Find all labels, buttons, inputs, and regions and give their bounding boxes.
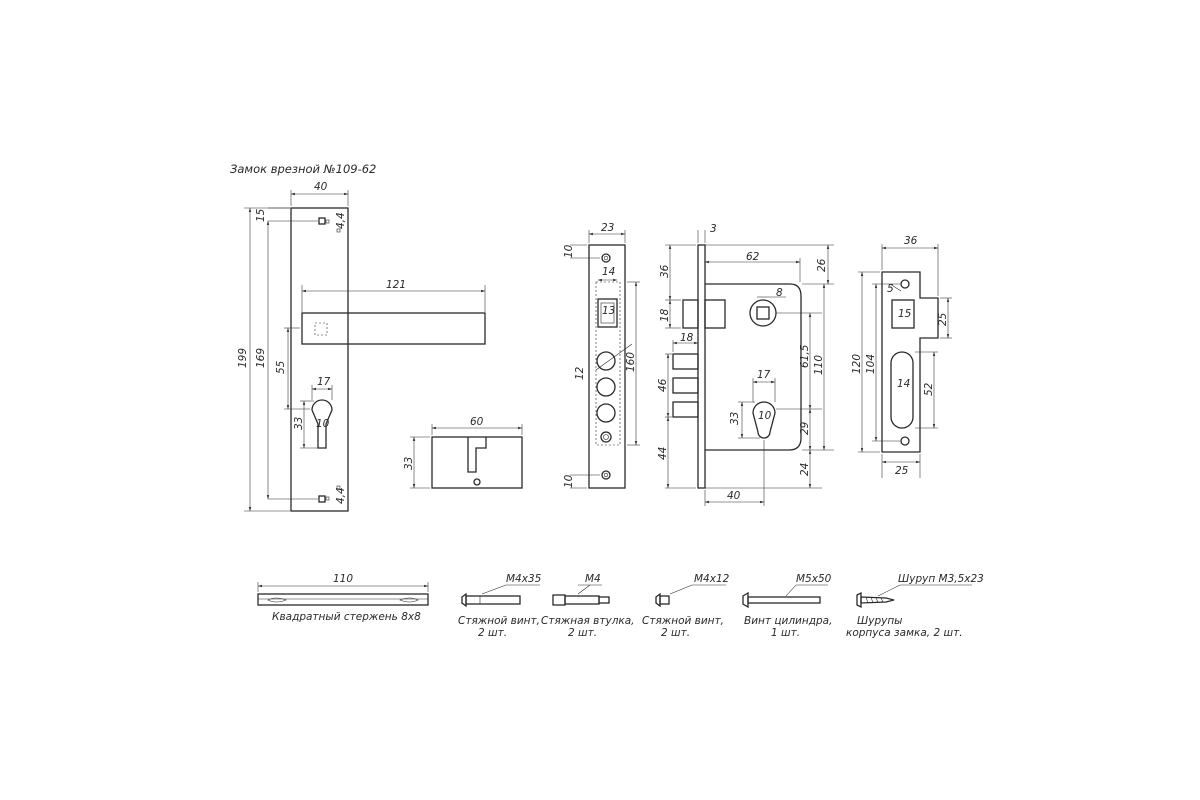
dim-body-cyl-h: 33 — [729, 412, 741, 425]
dim-body-cyl-w: 17 — [757, 369, 771, 381]
dim-strike-slot-r: 52 — [923, 382, 935, 396]
strike-plate: 36 5 15 25 120 104 14 52 25 — [851, 235, 952, 478]
cylscrew-name: Винт цилиндра, — [744, 615, 832, 627]
dim-face-height: 160 — [625, 352, 637, 372]
dim-cyl-height: 33 — [403, 457, 415, 470]
dim-strike-slot-h: 104 — [865, 354, 877, 374]
dim-body-r1: 29 — [799, 421, 811, 435]
wood-screw: Шуруп М3,5х23 Шурупы корпуса замка, 2 шт… — [846, 573, 984, 639]
dim-face-square: 14 — [602, 266, 615, 278]
dim-body-latch-top: 36 — [659, 264, 671, 278]
dim-body-center: 61,5 — [799, 344, 811, 368]
tie-screw-short: М4х12 Стяжной винт, 2 шт. — [642, 573, 730, 639]
cylinder-screw: М5х50 Винт цилиндра, 1 шт. — [742, 573, 832, 639]
dim-face-top: 10 — [563, 244, 575, 258]
tie-screw-long: М4х35 Стяжной винт, 2 шт. — [458, 573, 542, 639]
dim-body-latch-h: 18 — [659, 308, 671, 322]
screw2-name: Стяжной винт, — [642, 615, 724, 627]
cylscrew-size: М5х50 — [796, 573, 832, 585]
dim-body-bolts: 46 — [657, 378, 669, 392]
bushing-size: М4 — [585, 573, 601, 585]
dim-strike-sq: 15 — [898, 308, 912, 320]
dim-plate-height: 199 — [237, 348, 249, 368]
dim-keyhole-width: 17 — [317, 376, 331, 388]
dim-spindle-sq: 8 — [776, 287, 783, 299]
woodscrew-qty: корпуса замка, 2 шт. — [846, 627, 963, 639]
cylinder: 60 33 — [403, 416, 523, 489]
dim-face-bottom: 10 — [563, 474, 575, 488]
rod-label: Квадратный стержень 8х8 — [272, 611, 421, 623]
dim-plate-width: 40 — [314, 181, 328, 193]
dim-strike-height: 120 — [851, 354, 863, 374]
cylscrew-qty: 1 шт. — [771, 627, 800, 639]
bushing-qty: 2 шт. — [568, 627, 597, 639]
dim-hole-d-top: 4,4 — [335, 212, 347, 229]
dim-plate-hole-span: 169 — [255, 348, 267, 368]
square-rod: 110 Квадратный стержень 8х8 — [257, 573, 429, 623]
dim-handle-length: 121 — [386, 279, 406, 291]
lock-body: 3 62 26 8 36 18 18 46 44 — [657, 223, 834, 506]
dim-body-r2: 24 — [799, 463, 811, 476]
dim-plate-top-hole: 15 — [255, 208, 267, 222]
dim-body-height: 110 — [813, 355, 825, 375]
drawing-title: Замок врезной №109-62 — [230, 162, 376, 176]
dim-keyhole-height: 33 — [293, 417, 305, 430]
dim-body-top: 26 — [816, 258, 828, 272]
dim-cyl-length: 60 — [470, 416, 484, 428]
dim-strike-bottom: 25 — [895, 465, 909, 477]
dim-hole-d-bottom: 4,4 — [335, 487, 347, 504]
face-plate: 23 10 14 13 12 160 10 — [563, 222, 640, 489]
dim-face-square-inner: 13 — [602, 305, 615, 317]
dim-body-thickness: 3 — [710, 223, 717, 235]
dim-body-bottom-left: 44 — [657, 447, 669, 460]
screw2-size: М4х12 — [694, 573, 730, 585]
dim-strike-width: 36 — [904, 235, 918, 247]
woodscrew-name: Шурупы — [857, 615, 902, 627]
dim-face-bolt-d: 12 — [574, 366, 586, 380]
dim-handle-to-keyhole: 55 — [275, 360, 287, 374]
dim-keyhole-inner: 10 — [316, 418, 330, 430]
rod-length: 110 — [333, 573, 353, 585]
dim-strike-sq-off: 25 — [937, 312, 949, 326]
woodscrew-size: Шуруп М3,5х23 — [898, 573, 984, 585]
dim-body-cyl-backset: 40 — [727, 490, 741, 502]
screw1-size: М4х35 — [506, 573, 542, 585]
handle-plate: 40 15 4,4 4,4 199 169 55 121 17 — [237, 181, 486, 512]
bushing-name: Стяжная втулка, — [541, 615, 635, 627]
dim-strike-hole: 5 — [887, 283, 894, 295]
dim-body-cyl-inner: 10 — [758, 410, 772, 422]
screw2-qty: 2 шт. — [661, 627, 690, 639]
screw1-qty: 2 шт. — [478, 627, 507, 639]
dim-body-backset: 62 — [746, 251, 760, 263]
dim-face-width: 23 — [601, 222, 614, 234]
screw1-name: Стяжной винт, — [458, 615, 540, 627]
tie-bushing: М4 Стяжная втулка, 2 шт. — [541, 573, 635, 639]
dim-body-latch-proj: 18 — [680, 332, 694, 344]
dim-strike-slot-w: 14 — [897, 378, 910, 390]
